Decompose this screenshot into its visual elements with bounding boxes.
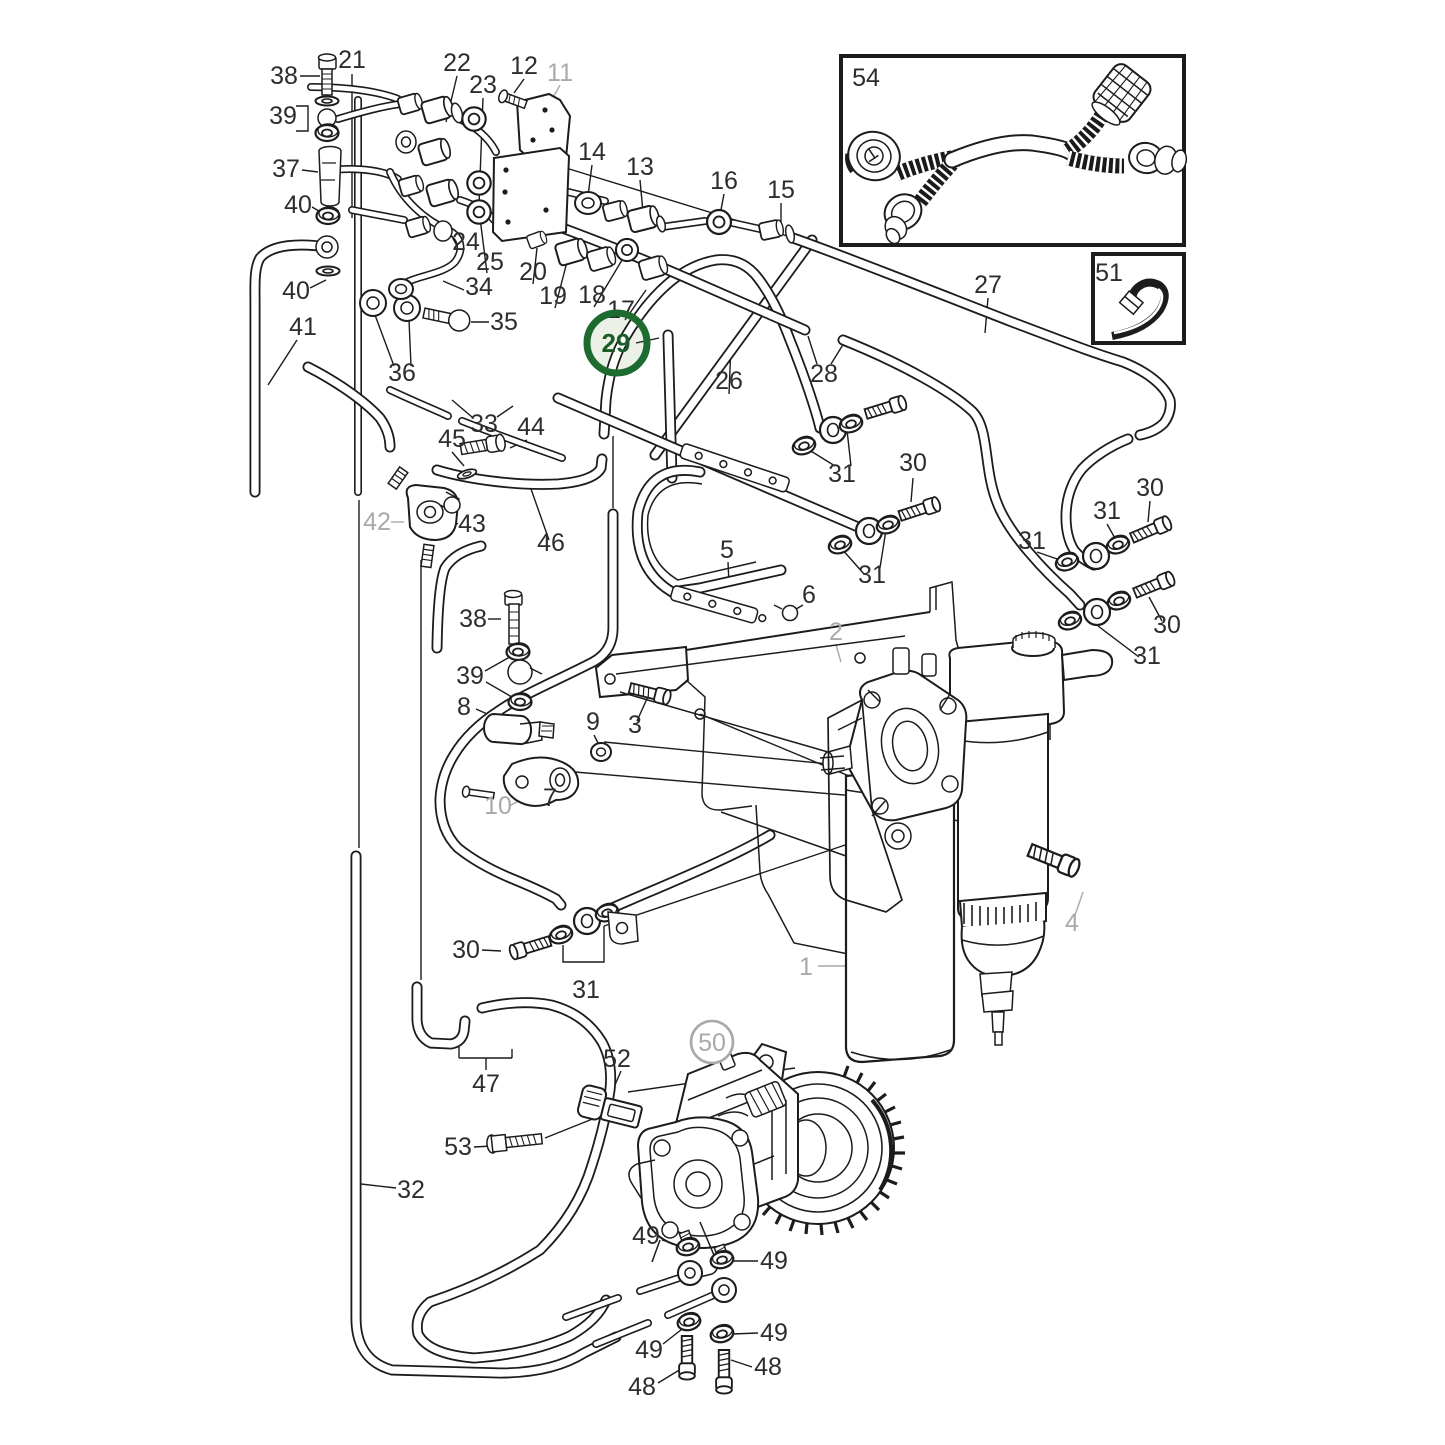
svg-text:49: 49 (760, 1247, 788, 1275)
svg-text:4: 4 (1065, 909, 1079, 937)
svg-text:50: 50 (698, 1029, 726, 1057)
svg-text:30: 30 (1136, 474, 1164, 502)
svg-text:49: 49 (760, 1319, 788, 1347)
svg-text:48: 48 (754, 1353, 782, 1381)
svg-text:30: 30 (1153, 611, 1181, 639)
svg-text:5: 5 (720, 536, 734, 564)
svg-text:36: 36 (388, 359, 416, 387)
svg-text:26: 26 (715, 367, 743, 395)
svg-text:10: 10 (484, 792, 512, 820)
svg-text:22: 22 (443, 49, 471, 77)
svg-text:38: 38 (270, 62, 298, 90)
svg-text:23: 23 (469, 71, 497, 99)
svg-text:31: 31 (1018, 527, 1046, 555)
svg-text:54: 54 (852, 64, 880, 92)
svg-text:13: 13 (626, 153, 654, 181)
svg-text:41: 41 (289, 313, 317, 341)
svg-text:27: 27 (974, 271, 1002, 299)
svg-text:31: 31 (572, 976, 600, 1004)
svg-text:2: 2 (829, 618, 843, 646)
svg-text:40: 40 (282, 277, 310, 305)
svg-text:11: 11 (547, 59, 573, 87)
svg-text:51: 51 (1095, 259, 1123, 287)
svg-text:38: 38 (459, 605, 487, 633)
svg-text:40: 40 (284, 191, 312, 219)
svg-text:31: 31 (1093, 497, 1121, 525)
svg-text:30: 30 (899, 449, 927, 477)
svg-text:37: 37 (272, 155, 300, 183)
svg-text:15: 15 (767, 176, 795, 204)
svg-text:29: 29 (602, 328, 631, 358)
svg-text:25: 25 (476, 248, 504, 276)
svg-text:6: 6 (802, 581, 816, 609)
svg-text:1: 1 (799, 953, 813, 981)
svg-text:35: 35 (490, 308, 518, 336)
svg-text:45: 45 (438, 425, 466, 453)
svg-text:18: 18 (578, 281, 606, 309)
svg-text:49: 49 (635, 1336, 663, 1364)
svg-text:21: 21 (338, 46, 366, 74)
svg-text:14: 14 (578, 138, 606, 166)
svg-text:16: 16 (710, 167, 738, 195)
svg-text:39: 39 (456, 662, 484, 690)
svg-text:8: 8 (457, 693, 471, 721)
svg-text:42: 42 (363, 508, 391, 536)
svg-text:9: 9 (586, 708, 600, 736)
svg-text:3: 3 (628, 711, 642, 739)
svg-text:7: 7 (543, 784, 557, 812)
svg-text:24: 24 (452, 228, 480, 256)
svg-text:52: 52 (603, 1045, 631, 1073)
svg-text:31: 31 (828, 460, 856, 488)
svg-text:48: 48 (628, 1373, 656, 1401)
svg-text:46: 46 (537, 529, 565, 557)
svg-text:34: 34 (465, 273, 493, 301)
svg-text:12: 12 (510, 52, 538, 80)
svg-text:30: 30 (452, 936, 480, 964)
svg-text:20: 20 (519, 258, 547, 286)
svg-text:47: 47 (472, 1070, 500, 1098)
svg-text:53: 53 (444, 1133, 472, 1161)
svg-text:31: 31 (1133, 642, 1161, 670)
svg-text:43: 43 (458, 510, 486, 538)
svg-text:39: 39 (269, 102, 297, 130)
svg-text:19: 19 (539, 282, 567, 310)
svg-text:33: 33 (470, 410, 498, 438)
svg-text:28: 28 (810, 360, 838, 388)
svg-text:49: 49 (632, 1222, 660, 1250)
svg-text:44: 44 (517, 413, 545, 441)
svg-text:31: 31 (858, 561, 886, 589)
svg-text:32: 32 (397, 1176, 425, 1204)
